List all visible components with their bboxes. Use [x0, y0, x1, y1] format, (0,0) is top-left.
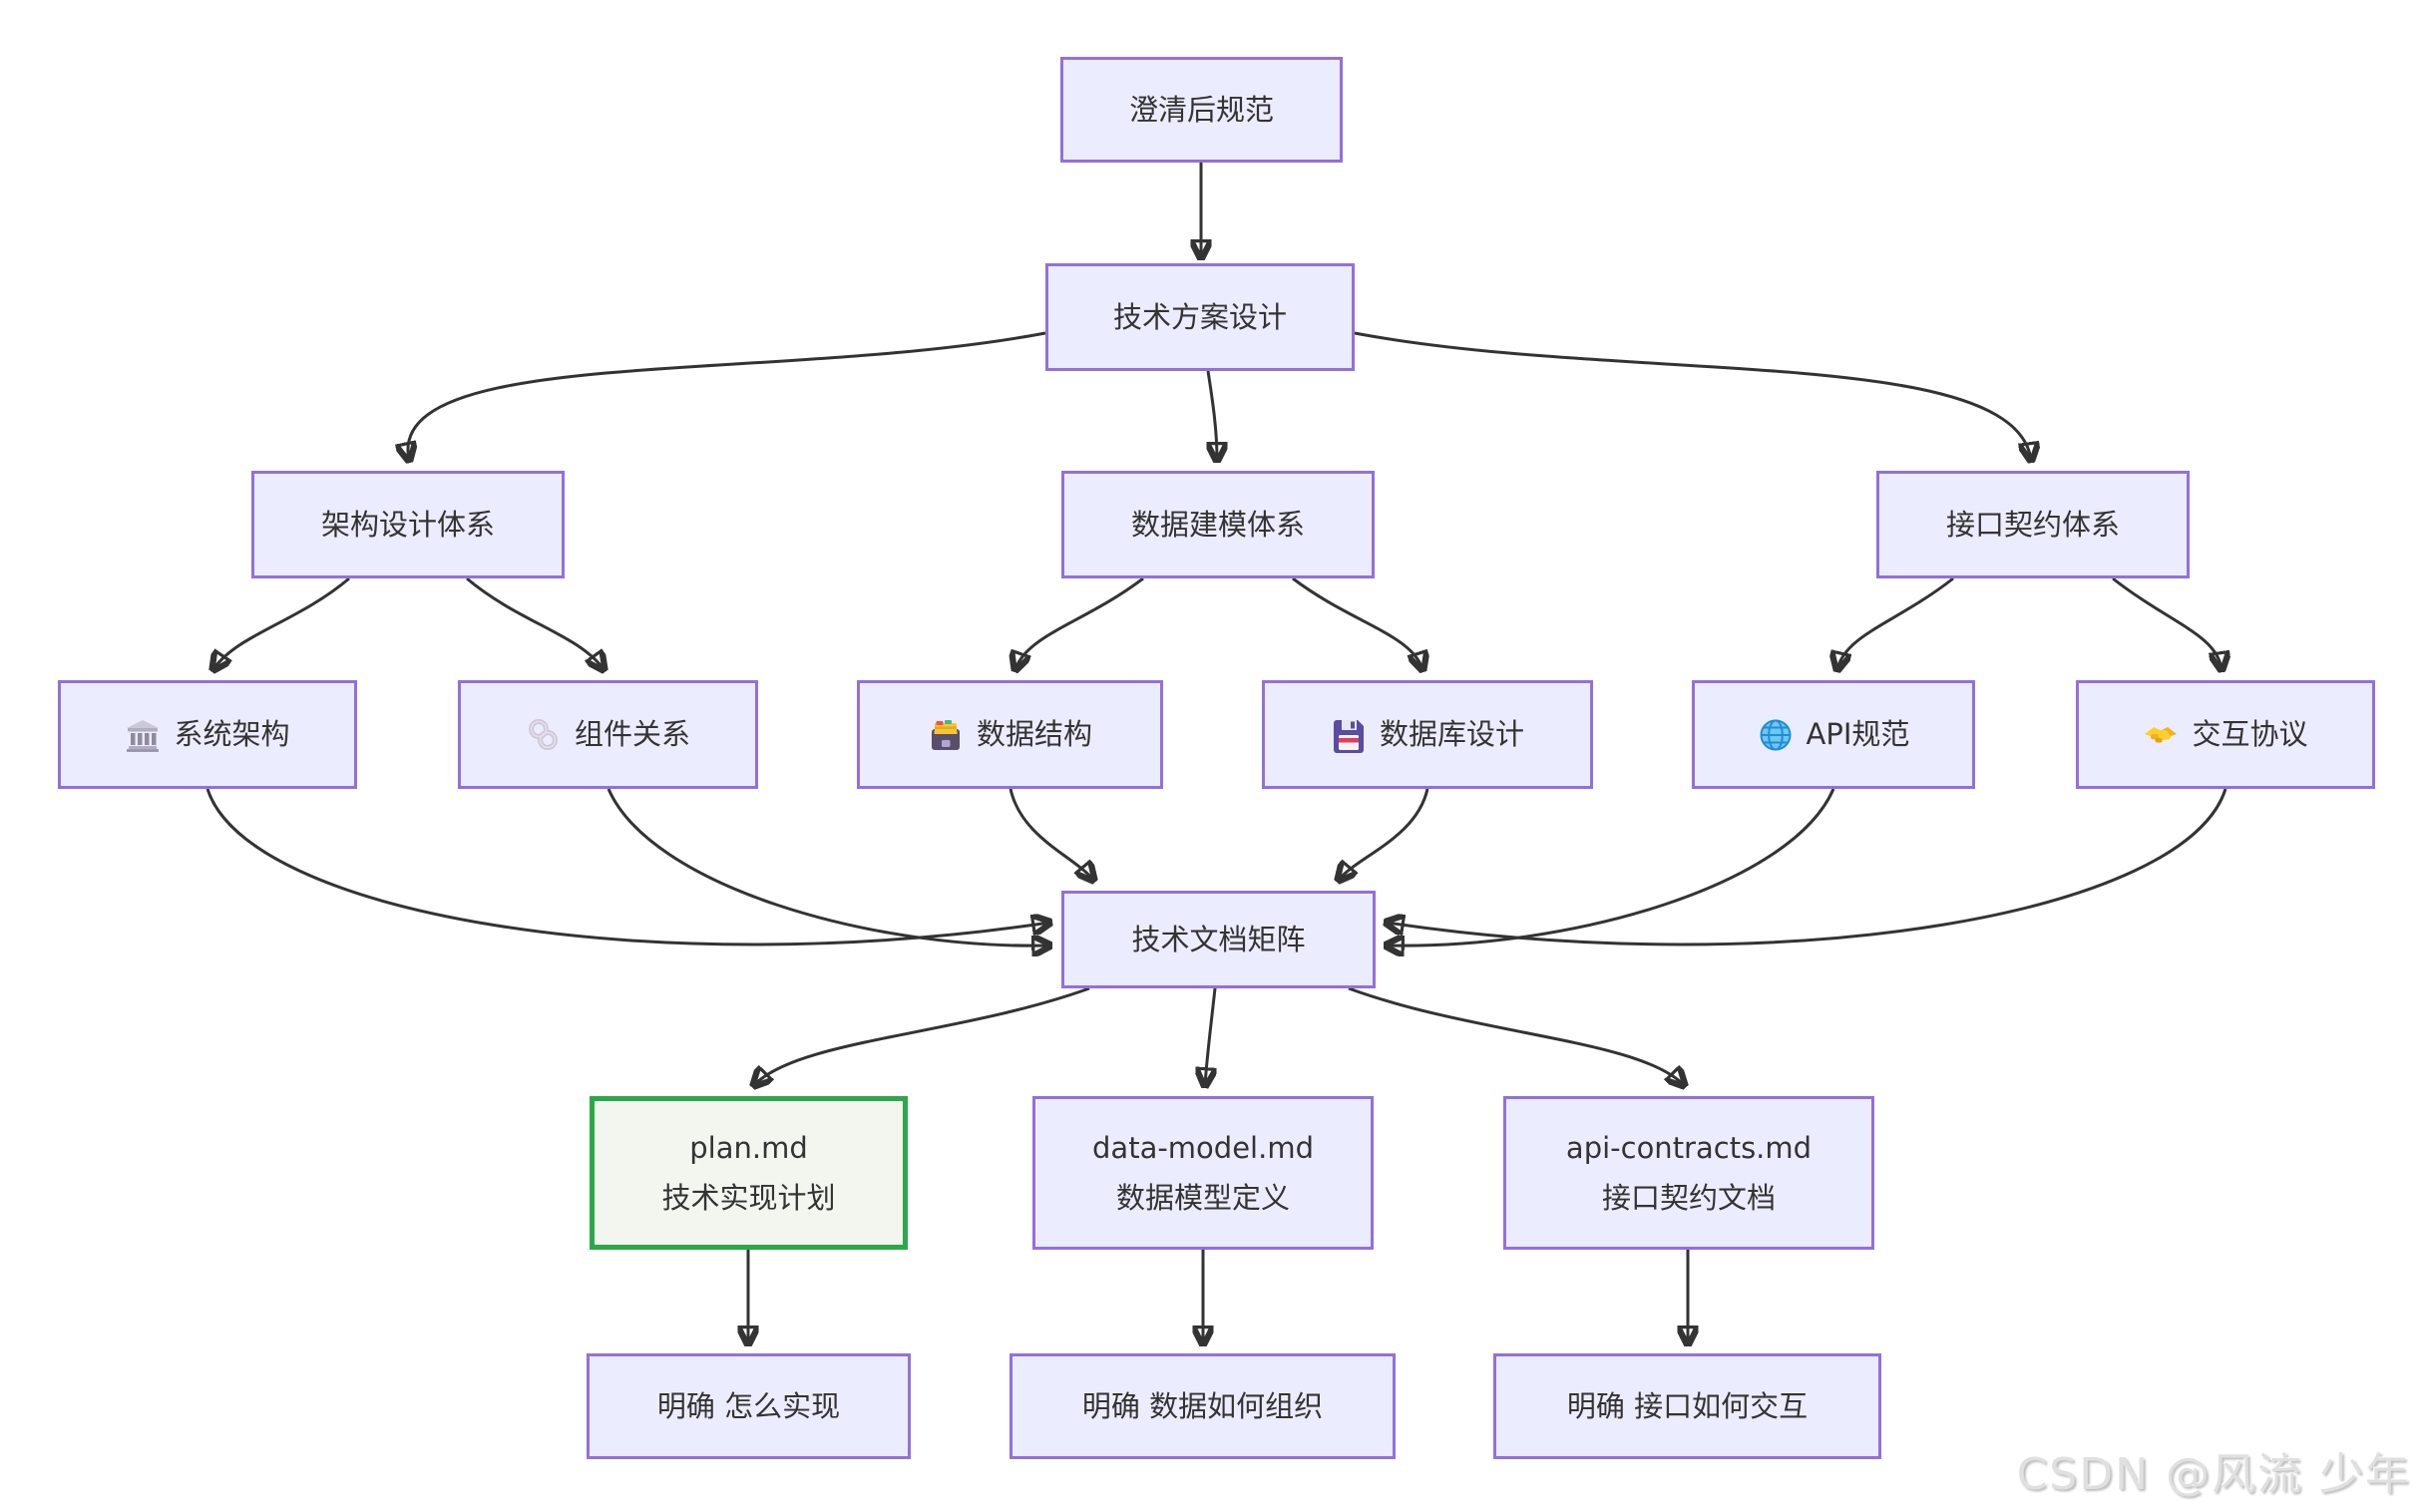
node-label: 数据库设计: [1379, 717, 1524, 752]
edge-data-to-data-struct: [1015, 576, 1144, 669]
node-label: 架构设计体系: [320, 507, 495, 542]
node-data-model-md: data-model.md 数据模型定义: [1032, 1096, 1374, 1250]
node-plan-md: plan.md 技术实现计划: [590, 1096, 908, 1250]
floppy-disk-icon: [1331, 717, 1367, 753]
edge-api-to-api-spec: [1837, 576, 1954, 669]
node-title: plan.md: [689, 1130, 808, 1165]
node-label: 技术方案设计: [1112, 299, 1287, 334]
edge-design-to-api-sys: [1354, 331, 2031, 460]
classical-building-icon: [125, 717, 161, 753]
node-interface-contract-system: 接口契约体系: [1876, 471, 2190, 578]
node-goal-data-organization: 明确 数据如何组织: [1010, 1353, 1396, 1459]
edge-arch-to-sys-arch: [213, 576, 350, 669]
node-label: 接口契约体系: [1945, 507, 2120, 542]
node-system-architecture: 系统架构: [58, 680, 357, 789]
edge-data-to-db-design: [1292, 576, 1422, 669]
node-label: 数据建模体系: [1130, 507, 1305, 542]
node-data-modeling-system: 数据建模体系: [1061, 471, 1375, 578]
node-database-design: 数据库设计: [1262, 680, 1593, 789]
node-tech-doc-matrix: 技术文档矩阵: [1061, 891, 1376, 988]
node-clarified-spec: 澄清后规范: [1060, 57, 1343, 163]
node-architecture-design-system: 架构设计体系: [251, 471, 565, 578]
csdn-watermark: CSDN @风流 少年: [2016, 1449, 2411, 1500]
node-tech-solution-design: 技术方案设计: [1045, 263, 1355, 371]
node-api-spec: API规范: [1692, 680, 1975, 789]
node-label: API规范: [1806, 717, 1910, 752]
edge-design-to-arch-sys: [408, 331, 1046, 460]
edge-data-struct-to-matrix: [1009, 788, 1093, 880]
node-label: 澄清后规范: [1128, 92, 1274, 127]
edge-design-to-data-sys: [1208, 370, 1217, 460]
node-label: 数据结构: [976, 717, 1092, 752]
node-component-relations: 组件关系: [458, 680, 758, 789]
node-title: data-model.md: [1092, 1130, 1314, 1165]
node-label: 系统架构: [174, 717, 290, 752]
node-label: 明确 接口如何交互: [1566, 1388, 1809, 1423]
node-api-contracts-md: api-contracts.md 接口契约文档: [1503, 1096, 1874, 1250]
node-subtitle: 接口契约文档: [1601, 1181, 1776, 1215]
node-label: 明确 怎么实现: [656, 1388, 841, 1423]
node-label: 组件关系: [574, 717, 690, 752]
card-file-box-icon: [928, 717, 964, 753]
edge-api-spec-to-matrix: [1387, 788, 1835, 945]
edge-comp-rel-to-matrix: [607, 788, 1049, 945]
node-interaction-protocol: 交互协议: [2076, 680, 2375, 789]
globe-icon: [1758, 717, 1794, 753]
handshake-icon: [2143, 717, 2179, 753]
node-label: 交互协议: [2192, 717, 2308, 752]
node-data-structure: 数据结构: [857, 680, 1163, 789]
node-label: 明确 数据如何组织: [1081, 1388, 1324, 1423]
edge-interact-to-matrix: [1387, 788, 2227, 946]
node-subtitle: 技术实现计划: [661, 1181, 836, 1215]
node-goal-interface-interaction: 明确 接口如何交互: [1493, 1353, 1881, 1459]
edge-matrix-to-data-model-md: [1205, 987, 1215, 1085]
edge-db-design-to-matrix: [1339, 788, 1429, 880]
node-title: api-contracts.md: [1565, 1130, 1813, 1165]
node-goal-how-to-implement: 明确 怎么实现: [587, 1353, 911, 1459]
edge-api-to-interact: [2112, 576, 2222, 669]
edge-matrix-to-api-contracts-md: [1348, 986, 1684, 1085]
node-subtitle: 数据模型定义: [1115, 1181, 1290, 1215]
link-icon: [526, 717, 562, 753]
edge-matrix-to-plan-md: [754, 986, 1090, 1085]
edge-sys-arch-to-matrix: [205, 788, 1049, 946]
node-label: 技术文档矩阵: [1131, 922, 1306, 956]
edge-arch-to-comp-rel: [466, 576, 604, 669]
